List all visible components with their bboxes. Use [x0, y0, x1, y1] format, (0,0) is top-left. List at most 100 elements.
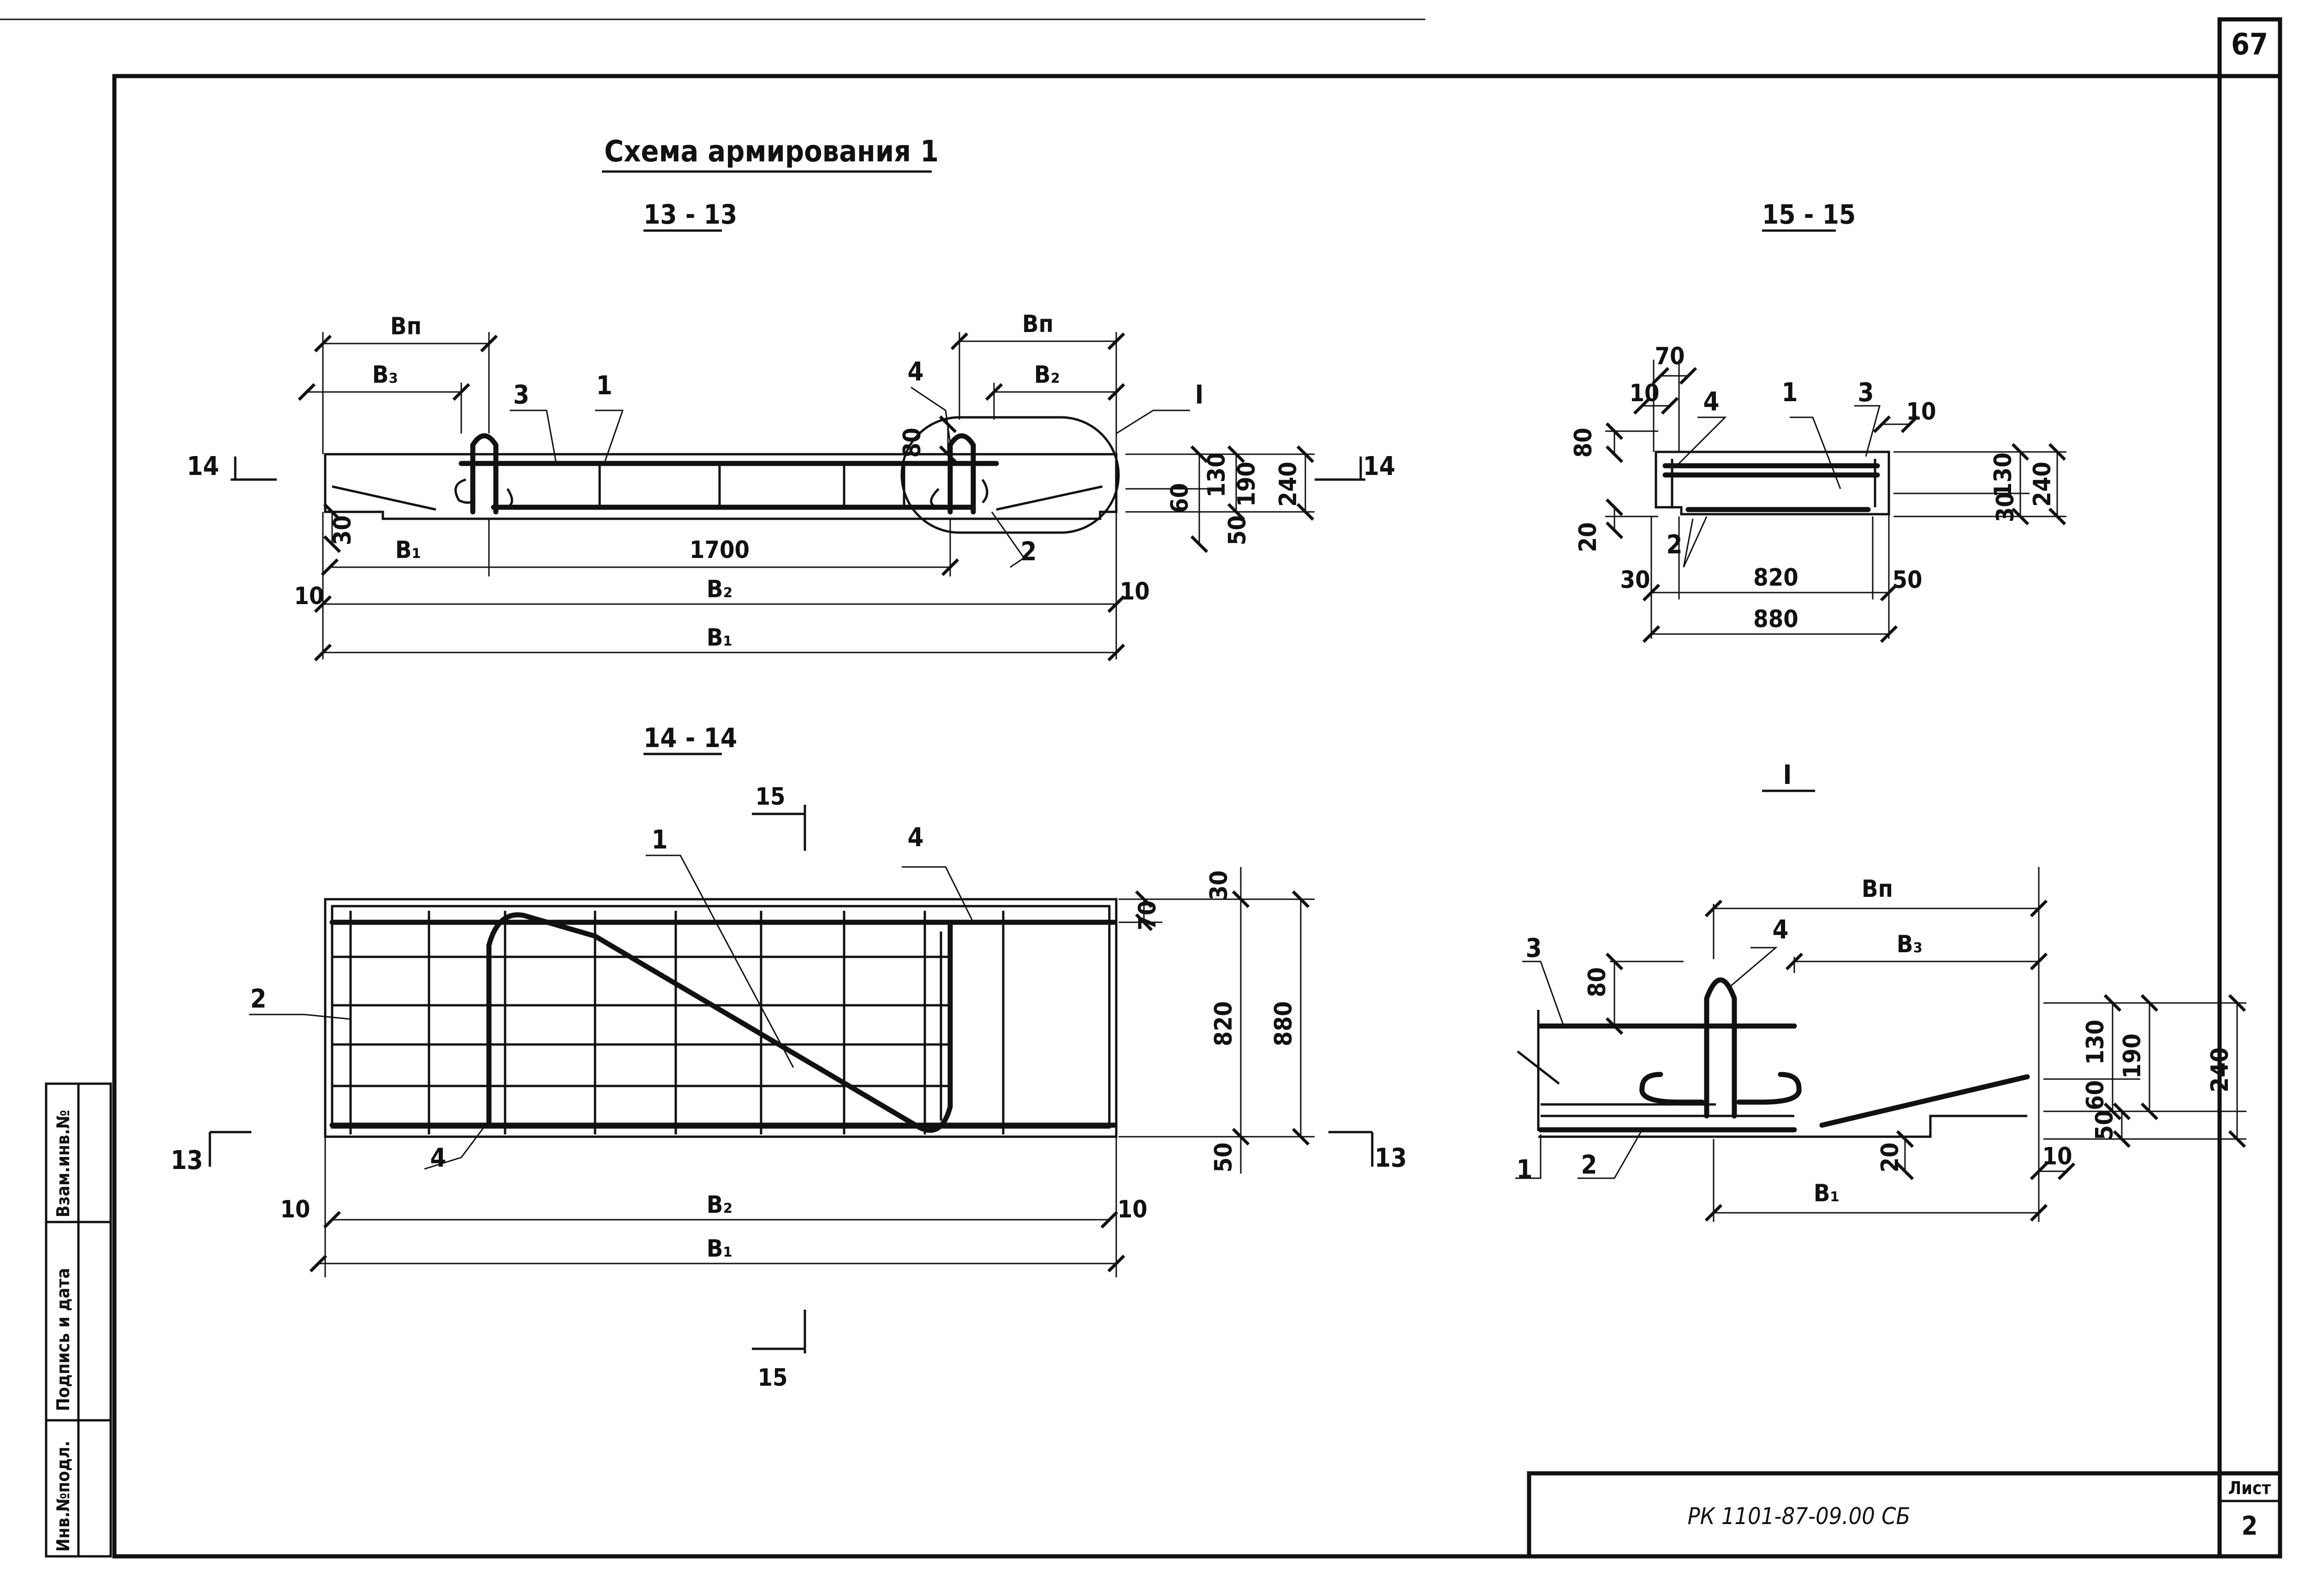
dim-bn-right: Bп [1022, 310, 1054, 338]
dim-bn: Bп [390, 313, 422, 340]
dim-15-50: 50 [1892, 566, 1922, 594]
frame [0, 17, 2282, 1559]
title-block [1527, 1471, 2282, 1559]
section-14-title: 14 - 14 [643, 722, 737, 754]
cut-15-top: 15 [755, 783, 785, 811]
callout-i-3: 3 [1525, 933, 1542, 963]
dim-1700: 1700 [690, 536, 750, 564]
section-13-dims [298, 332, 1315, 662]
dim-15-30: 30 [1620, 566, 1650, 594]
section-14-outline [324, 898, 1118, 1138]
section-14-14: 14 - 14 [171, 722, 1407, 1392]
cut-14-right: 14 [1363, 451, 1395, 481]
dim-15-30b: 30 [1992, 492, 2019, 522]
section-15-dims [1605, 360, 2066, 643]
section-13-loop-right [947, 433, 976, 515]
callout-i-4: 4 [1772, 915, 1788, 945]
cut-13-left: 13 [171, 1145, 203, 1175]
side-stamp-signature-date: Подпись и дата [53, 1268, 73, 1411]
callout-4: 4 [907, 357, 923, 387]
dim-i-240: 240 [2206, 1047, 2234, 1092]
callout-14-2: 2 [250, 984, 266, 1014]
dim-15-10-right: 10 [1906, 398, 1936, 426]
dim-i-60: 60 [2082, 1080, 2109, 1110]
callout-1: 1 [596, 371, 612, 401]
dim-50: 50 [1210, 1142, 1238, 1172]
dim-15-80: 80 [1570, 427, 1597, 457]
dim-i-b1: B₁ [1814, 1180, 1840, 1207]
dim-i-80: 80 [1584, 967, 1611, 997]
cut-14-left: 14 [187, 451, 219, 481]
dim-b3: B₃ [372, 361, 398, 389]
dim-i-190: 190 [2119, 1033, 2146, 1079]
dim-15-130: 130 [1989, 452, 2017, 498]
dim-b3-right: B₂ [1034, 361, 1060, 389]
callout-14-4-top: 4 [907, 823, 923, 853]
section-15-15: 15 - 15 7 [1570, 199, 2066, 643]
sheet-label: Лист [2228, 1478, 2271, 1498]
dim-15-20: 20 [1574, 522, 1602, 552]
callout-14-1: 1 [651, 825, 667, 855]
dim-i-b3: B₃ [1897, 931, 1923, 958]
section-13-13: 13 - 13 [187, 199, 1395, 662]
detail-i: I [1515, 759, 2246, 1222]
section-15-title: 15 - 15 [1762, 199, 1856, 230]
sheet-number: 2 [2241, 1511, 2257, 1541]
dim-b2: B₂ [707, 576, 732, 603]
page-number: 67 [2231, 28, 2268, 62]
callout-14-4-bottom: 4 [430, 1143, 446, 1173]
dim-edge-right: 10 [1119, 578, 1149, 605]
detail-i-slope-bar [1819, 1074, 2030, 1128]
detail-i-title: I [1783, 759, 1792, 790]
section-13-slope-left [332, 485, 436, 511]
dim-h60: 60 [1166, 483, 1194, 513]
detail-i-outline [900, 416, 1120, 534]
section-14-inclined-bar [486, 912, 953, 1133]
document-code: РК 1101-87-09.00 СБ [1688, 1503, 1911, 1530]
detail-i-loop [1704, 977, 1737, 1119]
side-stamp-vzam-inv: Взам.инв.№ [53, 1110, 73, 1217]
dim-h190: 190 [1233, 462, 1261, 507]
callout-15-1: 1 [1781, 378, 1798, 408]
callout-detail-i: I [1195, 380, 1204, 410]
callout-i-1: 1 [1516, 1155, 1532, 1185]
callout-3: 3 [513, 380, 529, 410]
dim-h130: 130 [1203, 452, 1231, 498]
dim-b1-small: B₁ [395, 536, 421, 564]
side-stamp: Инв.№подл. Подпись и дата Взам.инв.№ [45, 1082, 112, 1558]
dim-i-20: 20 [1876, 1142, 1904, 1172]
drawing-title: Схема армирования 1 [604, 135, 939, 169]
dim-b2-14: B₂ [707, 1191, 732, 1219]
section-13-slope-right [996, 485, 1103, 511]
section-14-transverse-bars [349, 911, 1005, 1134]
dim-15-70: 70 [1655, 343, 1685, 370]
section-13-loop-left [470, 433, 499, 515]
dim-i-bn: Bп [1862, 875, 1893, 903]
section-14-longitudinal-bars [329, 920, 1117, 1128]
section-15-outline [1655, 451, 1890, 516]
dim-h80: 80 [899, 427, 926, 457]
cut-15-bottom: 15 [757, 1364, 787, 1392]
dim-15-880: 880 [1753, 605, 1798, 633]
dim-15-820: 820 [1753, 564, 1798, 592]
dim-edge-left-14: 10 [280, 1196, 310, 1223]
section-14-callouts [249, 854, 974, 1170]
callout-i-2: 2 [1581, 1150, 1597, 1180]
callout-15-3: 3 [1857, 378, 1874, 408]
dim-820: 820 [1210, 1001, 1238, 1046]
dim-70: 70 [1134, 900, 1161, 930]
dim-i-10: 10 [2042, 1143, 2072, 1170]
detail-i-dims [1605, 867, 2246, 1222]
section-13-callouts [510, 386, 1190, 568]
dim-i-130: 130 [2082, 1020, 2109, 1065]
section-13-stirrups [494, 463, 905, 507]
dim-15-10: 10 [1629, 380, 1659, 407]
section-13-title: 13 - 13 [643, 199, 737, 230]
dim-880: 880 [1270, 1001, 1298, 1046]
dim-30-top: 30 [1205, 870, 1233, 900]
dim-h50: 50 [1224, 515, 1251, 545]
dim-i-50: 50 [2091, 1110, 2119, 1140]
section-15-callouts [1676, 405, 1881, 568]
dim-edge-left: 10 [294, 582, 324, 610]
